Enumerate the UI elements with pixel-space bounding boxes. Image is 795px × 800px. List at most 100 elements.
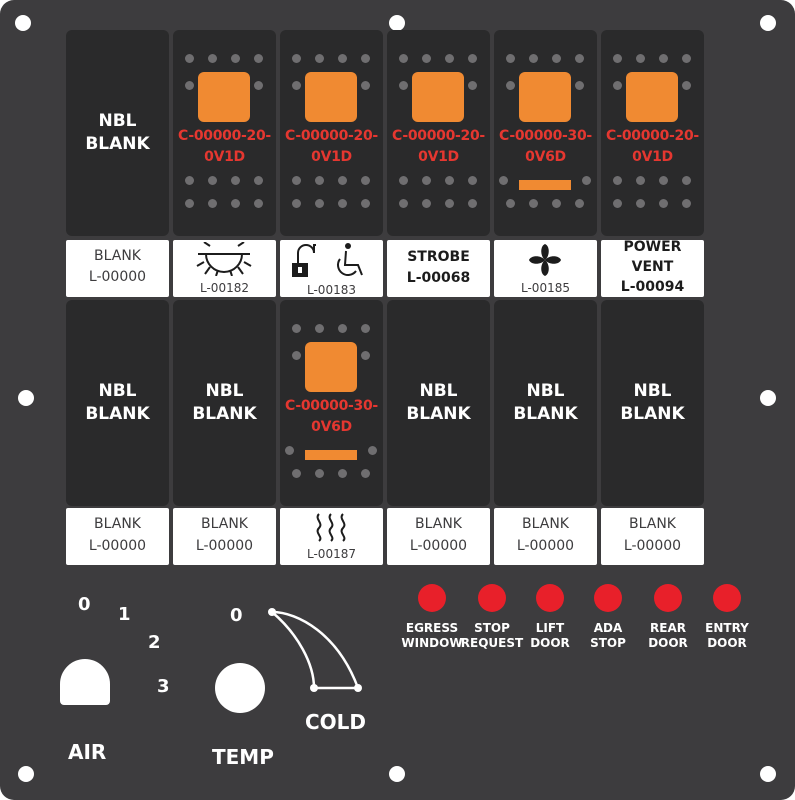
indicator-dot xyxy=(338,176,347,185)
indicator-dot xyxy=(659,54,668,63)
label-line2: L-00000 xyxy=(195,538,254,554)
temp-arc-node xyxy=(354,684,362,692)
indicator-dot xyxy=(315,54,324,63)
indicator-lamp xyxy=(305,72,357,122)
switch-label-top-2: L-00182 xyxy=(173,240,276,297)
indicator-dot xyxy=(292,81,301,90)
indicator-dot xyxy=(361,199,370,208)
rocker-switch-top-2[interactable]: C-00000-20- 0V1D xyxy=(173,30,276,236)
switch-label-bottom-4: BLANK L-00000 xyxy=(387,508,490,565)
indicator-dot xyxy=(254,199,263,208)
switch-label-bottom-5: BLANK L-00000 xyxy=(494,508,597,565)
indicator-dot xyxy=(575,54,584,63)
indicator-dot xyxy=(613,199,622,208)
label-code: L-00185 xyxy=(521,281,570,295)
led-label-line2: STOP xyxy=(590,636,626,650)
switch-blank-line1: NBL xyxy=(633,381,672,401)
indicator-lamp xyxy=(198,72,250,122)
switch-code-line2: 0V1D xyxy=(311,149,352,165)
rocker-switch-top-6[interactable]: C-00000-20- 0V1D xyxy=(601,30,704,236)
fan-icon xyxy=(529,244,561,276)
label-line1: BLANK xyxy=(415,516,462,532)
switch-code-line1: C-00000-20- xyxy=(178,128,271,144)
indicator-dot xyxy=(682,54,691,63)
indicator-dot xyxy=(636,176,645,185)
indicator-dot xyxy=(185,81,194,90)
rocker-switch-bottom-5[interactable]: NBL BLANK xyxy=(494,300,597,506)
indicator-dot xyxy=(361,176,370,185)
indicator-lamp xyxy=(519,72,571,122)
indicator-led-egress-window xyxy=(418,584,446,612)
temp-arc-node xyxy=(310,684,318,692)
label-line1: BLANK xyxy=(94,516,141,532)
indicator-dot xyxy=(552,199,561,208)
indicator-dot xyxy=(659,199,668,208)
led-label-line2: DOOR xyxy=(707,636,747,650)
rocker-switch-top-5[interactable]: C-00000-30- 0V6D xyxy=(494,30,597,236)
mounting-hole xyxy=(15,15,31,31)
indicator-dot xyxy=(636,54,645,63)
indicator-dot xyxy=(552,54,561,63)
rocker-switch-bottom-1[interactable]: NBL BLANK xyxy=(66,300,169,506)
switch-blank-line1: NBL xyxy=(205,381,244,401)
rocker-switch-bottom-6[interactable]: NBL BLANK xyxy=(601,300,704,506)
indicator-dot xyxy=(185,199,194,208)
indicator-dot xyxy=(506,81,515,90)
indicator-dot xyxy=(254,81,263,90)
switch-code-line2: 0V6D xyxy=(311,419,352,435)
indicator-dot xyxy=(338,199,347,208)
indicator-dot xyxy=(361,469,370,478)
indicator-dot xyxy=(208,199,217,208)
led-label-line2: WINDOW xyxy=(401,636,463,650)
indicator-led-rear-door xyxy=(654,584,682,612)
indicator-dot xyxy=(315,199,324,208)
indicator-dot xyxy=(338,324,347,333)
label-line1: STROBE xyxy=(407,249,470,265)
indicator-dot xyxy=(529,54,538,63)
indicator-dot xyxy=(361,351,370,360)
label-line1: BLANK xyxy=(522,516,569,532)
indicator-led-stop-request xyxy=(478,584,506,612)
switch-label-bottom-1: BLANK L-00000 xyxy=(66,508,169,565)
indicator-dot xyxy=(399,199,408,208)
indicator-dot xyxy=(445,199,454,208)
temp-cold-label: COLD xyxy=(305,710,367,734)
led-label-line1: LIFT xyxy=(535,621,565,635)
switch-code-line1: C-00000-20- xyxy=(392,128,485,144)
sun-icon xyxy=(196,242,252,276)
air-knob[interactable] xyxy=(60,659,110,705)
label-line2: L-00000 xyxy=(516,538,575,554)
rocker-switch-bottom-2[interactable]: NBL BLANK xyxy=(173,300,276,506)
indicator-bar xyxy=(519,180,571,190)
heat-waves-icon xyxy=(316,513,346,542)
indicator-dot xyxy=(422,199,431,208)
rocker-switch-bottom-4[interactable]: NBL BLANK xyxy=(387,300,490,506)
indicator-dot xyxy=(231,199,240,208)
mounting-hole xyxy=(760,390,776,406)
switch-blank-line2: BLANK xyxy=(85,404,150,424)
label-line2: VENT xyxy=(631,259,674,275)
rocker-switch-top-3[interactable]: C-00000-20- 0V1D xyxy=(280,30,383,236)
switch-blank-line1: NBL xyxy=(98,381,137,401)
label-line2: L-00000 xyxy=(409,538,468,554)
temp-knob[interactable] xyxy=(215,663,265,713)
indicator-dot xyxy=(292,176,301,185)
indicator-dot xyxy=(422,54,431,63)
label-line2: L-00000 xyxy=(88,538,147,554)
indicator-dot xyxy=(361,324,370,333)
indicator-dot xyxy=(368,446,377,455)
temp-title: TEMP xyxy=(212,745,274,769)
indicator-dot xyxy=(315,176,324,185)
indicator-dot xyxy=(682,176,691,185)
rocker-switch-top-1[interactable]: NBL BLANK xyxy=(66,30,169,236)
air-position-2: 2 xyxy=(148,632,161,653)
mounting-hole xyxy=(18,766,34,782)
label-line2: L-00000 xyxy=(623,538,682,554)
indicator-dot xyxy=(506,54,515,63)
label-code: L-00182 xyxy=(200,281,249,295)
rocker-switch-top-4[interactable]: C-00000-20- 0V1D xyxy=(387,30,490,236)
indicator-dot xyxy=(361,81,370,90)
rocker-switch-bottom-3[interactable]: C-00000-30- 0V6D xyxy=(280,300,383,506)
indicator-dot xyxy=(399,54,408,63)
